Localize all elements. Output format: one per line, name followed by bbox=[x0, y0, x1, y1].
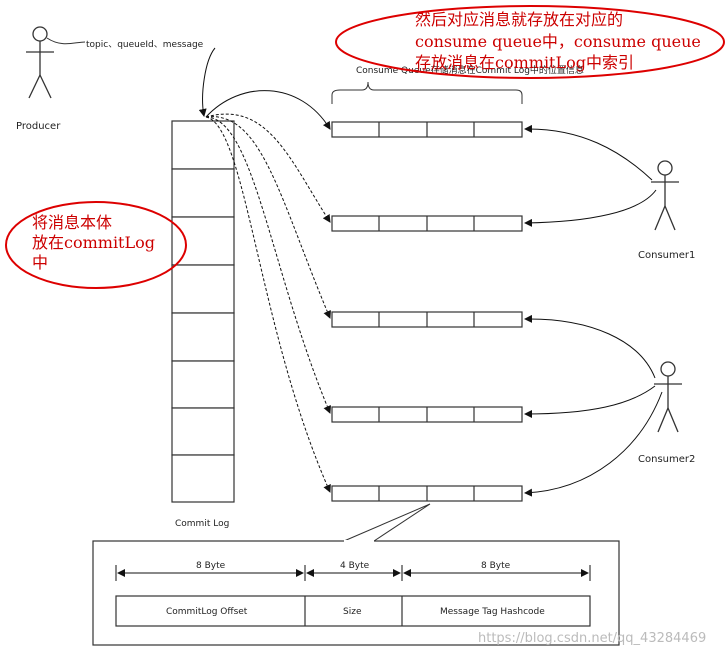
commit-log-label: Commit Log bbox=[175, 519, 229, 529]
commitlog-to-queue-arrows bbox=[205, 90, 331, 493]
top-note-line-1: 然后对应消息就存放在对应的 bbox=[415, 10, 623, 29]
consume-queue-1 bbox=[331, 121, 523, 138]
field3-name: Message Tag Hashcode bbox=[440, 607, 545, 617]
top-note-line-2: consume queue中，consume queue bbox=[415, 32, 701, 51]
consumer1-to-queue1-arrow bbox=[524, 124, 653, 181]
producer-label: Producer bbox=[16, 121, 61, 132]
left-note-line-1: 将消息本体 bbox=[32, 213, 112, 232]
watermark: https://blog.csdn.net/qq_43284469 bbox=[478, 631, 706, 646]
field1-name: CommitLog Offset bbox=[166, 607, 248, 617]
producer-message-label: topic、queueId、message bbox=[86, 40, 204, 50]
producer-to-commitlog-arrow bbox=[198, 47, 216, 117]
consume-queue-label: Consume Queue存储消息在Commit Log中的位置信息 bbox=[356, 64, 584, 76]
consumer2-figure bbox=[654, 361, 682, 433]
entry-dimension-lines bbox=[115, 565, 591, 581]
entry-fields-row bbox=[115, 595, 591, 627]
left-note-line-3: 中 bbox=[32, 253, 48, 272]
left-note-line-2: 放在commitLog bbox=[32, 233, 155, 252]
entry-callout-pointer bbox=[343, 503, 431, 542]
top-note-ellipse bbox=[335, 5, 725, 79]
field3-size: 8 Byte bbox=[481, 561, 511, 571]
consumer2-label: Consumer2 bbox=[638, 454, 695, 465]
left-note-ellipse bbox=[5, 201, 187, 289]
consumer2-to-queue4-arrow bbox=[524, 385, 656, 418]
field2-size: 4 Byte bbox=[340, 561, 370, 571]
entry-format-box bbox=[92, 540, 620, 646]
consume-queue-2 bbox=[331, 215, 523, 232]
consume-queue-3 bbox=[331, 311, 523, 328]
producer-figure bbox=[26, 26, 54, 99]
field2-name: Size bbox=[343, 607, 362, 617]
consumer1-figure bbox=[651, 160, 679, 231]
consumer2-to-queue5-arrow bbox=[524, 391, 663, 497]
commit-log-column bbox=[171, 120, 235, 503]
consume-queue-brace bbox=[331, 81, 523, 104]
top-note-line-3: 存放消息在commitLog中索引 bbox=[415, 53, 634, 72]
field1-size: 8 Byte bbox=[196, 561, 226, 571]
consumer1-to-queue2-arrow bbox=[524, 189, 657, 227]
producer-connector bbox=[46, 37, 86, 45]
consumer1-label: Consumer1 bbox=[638, 250, 695, 261]
consume-queue-5 bbox=[331, 485, 523, 502]
consume-queue-4 bbox=[331, 406, 523, 423]
consumer2-to-queue3-arrow bbox=[524, 314, 656, 379]
